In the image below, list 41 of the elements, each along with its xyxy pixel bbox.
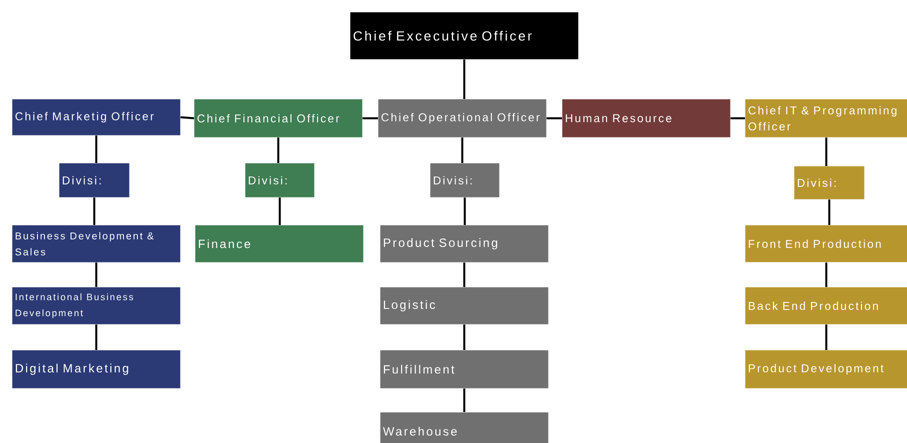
org-box: Chief Marketig Officer [12,99,180,136]
connector-line [95,324,98,350]
connector-line [463,388,466,412]
connector-line [95,136,98,163]
connector-line [464,198,466,225]
org-box: Fulfillment [380,350,548,388]
org-box: Product Sourcing [380,225,548,262]
org-box: Divisi: [794,166,864,200]
org-box: Finance [195,225,364,262]
connector-line [95,262,98,287]
org-box: Chief Operational Officer [378,99,546,138]
org-box: International Business Development [12,287,180,324]
connector-line [730,117,745,120]
org-box: Logistic [380,287,548,324]
org-box: Human Resource [562,99,730,138]
connector-line [362,117,378,120]
connector-line [461,138,464,163]
connector-line [546,117,562,120]
connector-line [825,138,828,166]
org-box: Divisi: [245,163,314,198]
connector-line [278,198,281,225]
connector-line [828,200,830,225]
connector-line [463,60,466,99]
org-box: Product Development [745,350,907,388]
org-box: Chief IT & Programming Officer [745,99,907,138]
org-box: Back End Production [745,287,907,324]
org-box: Divisi: [430,163,500,198]
connector-line [180,116,194,120]
org-box: Digital Marketing [12,350,180,388]
connector-line [825,262,828,287]
org-box: Chief Financial Officer [194,99,362,138]
connector-line [277,138,280,163]
org-box: Warehouse [380,412,548,443]
connector-line [463,262,466,287]
connector-line [463,324,466,350]
org-box: Front End Production [745,225,907,262]
org-box: Business Development & Sales [12,225,180,262]
connector-line [93,198,96,225]
org-box: Divisi: [59,163,130,198]
org-box: Chief Excecutive Officer [350,12,578,60]
connector-line [825,324,828,350]
